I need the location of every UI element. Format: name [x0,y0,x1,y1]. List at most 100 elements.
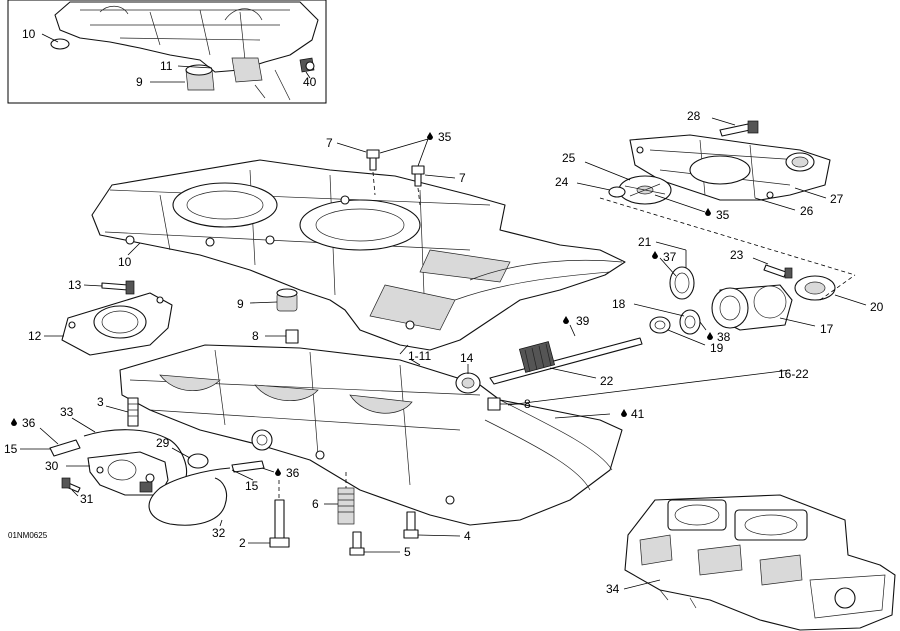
callout-10: 10 [118,242,141,269]
callout-5: 5 [364,545,411,559]
callout-8-upper: 8 [252,329,286,343]
callout-2: 2 [239,536,270,550]
dowel-8-lower [487,397,501,411]
svg-text:8: 8 [252,329,259,343]
pump-housing-illustration [629,134,831,201]
svg-text:10: 10 [22,27,36,41]
guide-lines [278,171,421,500]
svg-text:35: 35 [716,208,730,222]
callout-17: 17 [779,317,834,336]
callout-35-pump: 35 [654,194,730,222]
svg-text:31: 31 [80,492,94,506]
callout-18: 18 [612,297,685,317]
callout-28: 28 [687,109,736,126]
callout-36-left: 36 [11,416,59,445]
svg-text:24: 24 [555,175,569,189]
bolt-23 [763,264,793,279]
bearing-14-illustration [455,372,481,394]
svg-text:18: 18 [612,297,626,311]
callout-3: 3 [97,395,129,413]
callout-36-right: 36 [261,466,300,480]
svg-text:38: 38 [717,330,731,344]
screw-31 [61,477,81,493]
callout-31: 31 [71,489,94,506]
svg-text:29: 29 [156,436,170,450]
drop-icon [427,132,433,140]
small-washer-24 [608,186,626,198]
sleeve-9 [276,288,298,312]
svg-text:28: 28 [687,109,701,123]
svg-text:1-11: 1-11 [408,349,431,363]
bolt-28 [719,120,759,137]
callout-39: 39 [563,314,590,337]
callout-7-left: 7 [326,136,367,153]
svg-text:12: 12 [28,329,42,343]
stud-6 [337,487,355,525]
callout-35-top: 35 [379,130,452,167]
impeller-illustration [618,175,672,205]
svg-text:15: 15 [245,479,259,493]
callout-15-right: 15 [231,469,259,493]
inset-crankcase-illustration [50,1,319,101]
svg-text:8: 8 [524,397,531,411]
ring-29 [187,453,209,469]
callout-24: 24 [555,175,611,191]
dowel-8-upper [285,329,299,344]
svg-text:30: 30 [45,459,59,473]
callout-21: 21 [638,235,687,268]
svg-text:35: 35 [438,130,452,144]
callout-30: 30 [45,459,90,473]
svg-text:34: 34 [606,582,620,596]
callout-12: 12 [28,329,64,343]
bolt-4 [403,511,419,539]
hose-32 [148,467,231,526]
fitting-15-right [231,460,265,473]
svg-text:6: 6 [312,497,319,511]
callout-15-left: 15 [4,442,50,456]
svg-text:3: 3 [97,395,104,409]
svg-text:26: 26 [800,204,814,218]
callout-25: 25 [562,151,631,181]
bolt-5 [349,531,365,556]
callout-23: 23 [730,248,769,265]
svg-text:36: 36 [22,416,36,430]
callout-13: 13 [68,278,103,292]
svg-text:37: 37 [663,250,677,264]
drive-shaft-22 [489,337,643,385]
frame-line-16-22 [507,197,856,406]
drop-icon [705,208,711,216]
callout-22: 22 [549,367,614,388]
callout-20: 20 [834,294,884,314]
callout-4: 4 [417,529,471,543]
callout-38: 38 [699,321,731,344]
callout-7-right: 7 [424,171,466,185]
svg-text:15: 15 [4,442,18,456]
callout-29: 29 [156,436,191,459]
callout-6: 6 [312,497,338,511]
stud-3 [127,397,139,427]
svg-text:21: 21 [638,235,652,249]
seal-21-illustration [669,266,695,300]
callout-8-lower: 8 [500,397,531,411]
drop-icon [652,251,658,259]
svg-text:14: 14 [460,351,474,365]
svg-text:7: 7 [459,171,466,185]
svg-text:33: 33 [60,405,74,419]
svg-text:25: 25 [562,151,576,165]
svg-text:7: 7 [326,136,333,150]
washer-19-illustration [649,316,671,334]
svg-text:16-22: 16-22 [778,367,809,381]
drop-icon [707,332,713,340]
callout-41: 41 [554,407,645,421]
detail-inset: 10 11 9 40 [7,0,327,104]
svg-text:5: 5 [404,545,411,559]
drop-icon [275,468,281,476]
svg-text:40: 40 [303,75,317,89]
callout-27: 27 [794,187,844,206]
diagram-code: 01NM0625 [8,531,48,540]
callout-33: 33 [60,405,96,433]
callout-40-inset: 40 [303,71,317,89]
svg-text:32: 32 [212,526,226,540]
svg-text:9: 9 [237,297,244,311]
